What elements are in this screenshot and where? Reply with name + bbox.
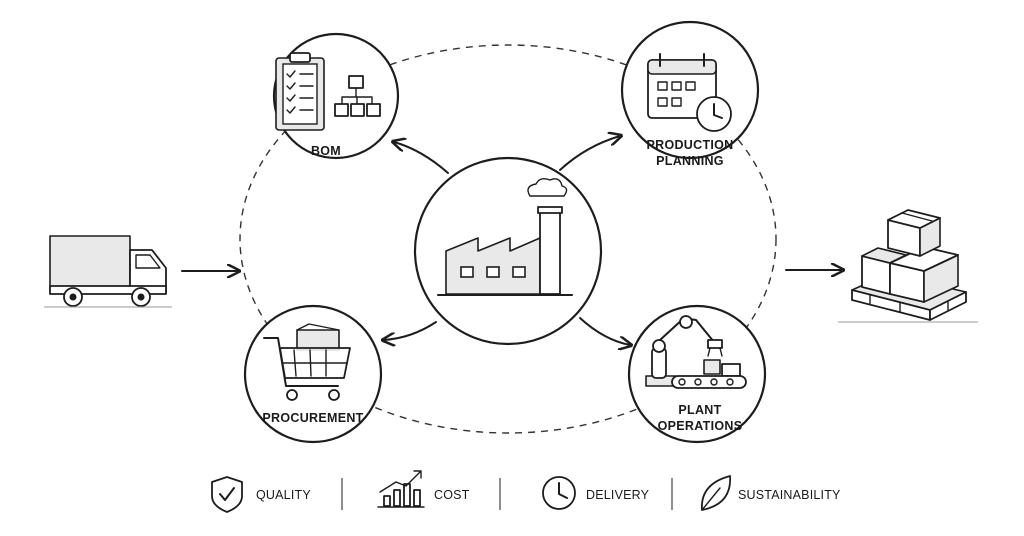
plant-operations-label-2: OPERATIONS: [658, 419, 743, 433]
bom-label: BOM: [311, 144, 341, 158]
kpi-quality-label: QUALITY: [256, 488, 311, 502]
kpi-sustainability-label: SUSTAINABILITY: [738, 488, 841, 502]
production-planning-label-2: PLANNING: [656, 154, 724, 168]
clock-small-icon: [696, 96, 732, 132]
arrow-to-plant-operations: [579, 317, 630, 345]
smoke-icon: [527, 177, 568, 197]
pallet-boxes-icon: [838, 209, 978, 323]
kpi-delivery: DELIVERY: [542, 476, 650, 510]
node-bom: BOM: [272, 32, 400, 160]
kpi-bar: QUALITY COST DELIVERY: [211, 470, 841, 513]
factory-icon: [437, 177, 573, 296]
kpi-delivery-label: DELIVERY: [586, 488, 650, 502]
leaf-icon: [701, 475, 731, 511]
hierarchy-tree-icon: [334, 75, 381, 117]
node-plant-operations: PLANT OPERATIONS: [627, 304, 767, 444]
arrow-to-production-planning: [559, 136, 620, 171]
node-procurement: PROCUREMENT: [243, 304, 383, 444]
kpi-cost-label: COST: [434, 488, 470, 502]
kpi-sustainability: SUSTAINABILITY: [701, 475, 841, 511]
kpi-quality: QUALITY: [211, 476, 311, 513]
shopping-cart-icon: [263, 323, 351, 401]
production-planning-label-1: PRODUCTION: [646, 138, 733, 152]
arrow-to-procurement: [384, 321, 437, 340]
bar-chart-trend-icon: [377, 470, 425, 508]
shield-check-icon: [211, 476, 243, 513]
factory-hub: [413, 156, 603, 346]
node-production-planning: PRODUCTION PLANNING: [620, 20, 760, 168]
calendar-icon: [647, 53, 717, 119]
clipboard-checklist-icon: [275, 52, 325, 131]
dashed-cycle-ring: [239, 44, 777, 434]
clock-icon: [542, 476, 576, 510]
procurement-label: PROCUREMENT: [262, 411, 363, 425]
conveyor-belt-icon: [671, 359, 747, 389]
truck-icon: [44, 235, 172, 308]
arrow-to-bom: [394, 142, 449, 174]
kpi-cost: COST: [377, 470, 470, 508]
plant-operations-label-1: PLANT: [678, 403, 721, 417]
